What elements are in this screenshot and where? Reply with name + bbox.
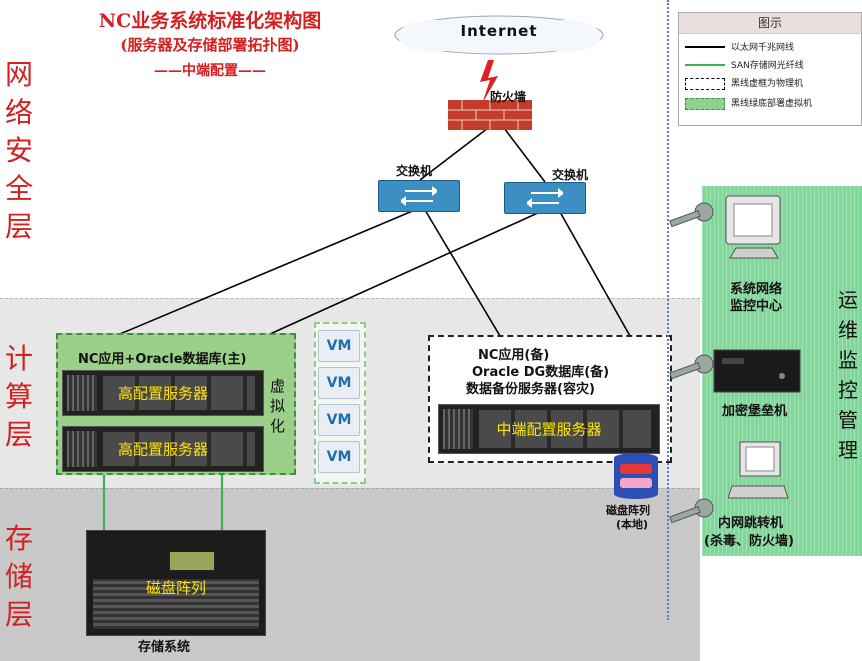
vm-2: VM — [318, 367, 360, 399]
line-firewall-switch-left — [419, 127, 489, 181]
line-switch-right-backup — [559, 211, 631, 337]
lightning-icon — [480, 60, 498, 104]
legend-title: 图示 — [679, 13, 861, 34]
switch-right — [504, 182, 586, 214]
line-firewall-switch-right — [503, 127, 546, 183]
firewall-icon — [448, 100, 532, 130]
primary-compute-label: NC应用+Oracle数据库(主) — [78, 352, 247, 367]
switch-left-label: 交换机 — [396, 164, 433, 178]
virtualization-label: 虚拟化 — [270, 377, 286, 435]
midrange-server: 中端配置服务器 — [438, 404, 660, 454]
key-icon — [669, 498, 714, 524]
backup-line1: NC应用(备) — [478, 348, 550, 363]
key-icon — [669, 354, 714, 380]
vm-3: VM — [318, 404, 360, 436]
internet-label: Internet — [460, 22, 538, 40]
diagram-title: NC业务系统标准化架构图 — [98, 10, 322, 32]
line-switch-left-primary — [119, 209, 416, 335]
server-label: 高配置服务器 — [117, 384, 208, 403]
backup-line2: Oracle DG数据库(备) — [472, 365, 610, 380]
storage-array-label: 磁盘阵列 — [145, 579, 206, 597]
monitor-center-line1: 系统网络 — [730, 282, 783, 297]
line-switch-right-primary — [269, 211, 541, 335]
diagram-config-label: ——中端配置—— — [154, 63, 266, 79]
local-disk-label2: (本地) — [616, 518, 649, 531]
ops-management-label: 运维监控管理 — [838, 288, 858, 462]
vm-1: VM — [318, 330, 360, 362]
server-label: 高配置服务器 — [117, 440, 208, 459]
monitor-icon — [725, 195, 781, 259]
vm-4: VM — [318, 441, 360, 473]
local-disk-label1: 磁盘阵列 — [606, 504, 650, 517]
compute-layer-label: 计算层 — [4, 342, 33, 451]
cloud-icon — [394, 15, 604, 55]
monitor-center-line2: 监控中心 — [730, 299, 783, 314]
computer-icon — [728, 441, 789, 499]
separator-line — [667, 0, 669, 620]
switch-arrows-icon — [401, 186, 437, 206]
jump-host-line1: 内网跳转机 — [718, 516, 784, 531]
switch-right-label: 交换机 — [552, 168, 589, 182]
storage-array: 磁盘阵列 — [86, 530, 266, 636]
high-config-server-2: 高配置服务器 — [62, 426, 264, 472]
bastion-device-icon — [713, 349, 801, 393]
disk-array-icon — [614, 453, 658, 499]
key-icon — [669, 202, 714, 228]
backup-line3: 数据备份服务器(容灾) — [466, 382, 595, 397]
jump-host-line2: (杀毒、防火墙) — [704, 534, 794, 549]
high-config-server-1: 高配置服务器 — [62, 370, 264, 416]
switch-arrows-icon — [527, 188, 563, 208]
legend: 图示 以太网千兆网线 SAN存储网光纤线 黑线虚框为物理机 黑线绿底部署虚拟机 — [678, 12, 862, 126]
storage-system-label: 存储系统 — [138, 640, 191, 655]
network-layer-label: 网络安全层 — [4, 58, 33, 243]
storage-layer-label: 存储层 — [4, 522, 33, 631]
line-switch-left-backup — [424, 209, 501, 337]
switch-left — [378, 180, 460, 212]
diagram-subtitle: (服务器及存储部署拓扑图) — [120, 36, 300, 54]
firewall-label: 防火墙 — [490, 90, 527, 104]
server-label: 中端配置服务器 — [496, 420, 602, 439]
bastion-label: 加密堡垒机 — [722, 404, 788, 419]
